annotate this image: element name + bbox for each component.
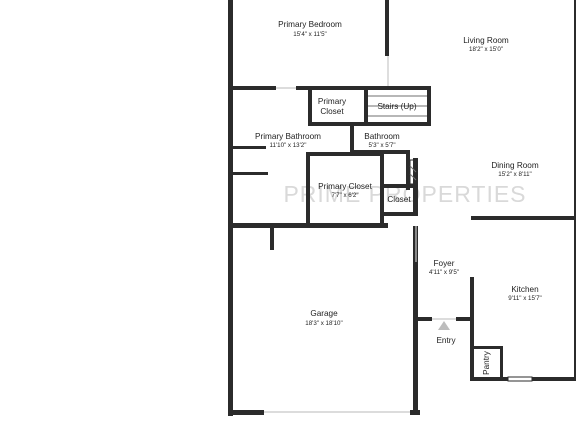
pantry-name: Pantry [482,350,491,375]
kitchen-name: Kitchen [511,285,539,294]
foyer-dims: 4'11" x 9'5" [429,269,459,276]
primary-bedroom-name: Primary Bedroom [278,20,342,29]
dining-room-name: Dining Room [491,161,539,170]
closet-name: Closet [387,195,411,204]
bathroom-dims: 5'3" x 5'7" [368,142,395,149]
entry-name: Entry [436,336,456,345]
entry-arrow-icon [438,321,450,330]
stairs-name: Stairs (Up) [377,102,416,111]
garage-dims: 18'3" x 18'10" [305,320,342,327]
foyer-name: Foyer [434,259,455,268]
fixtures [264,56,533,413]
walls [228,0,576,416]
living-room-name: Living Room [463,36,509,45]
primary-bathroom-dims: 11'10" x 13'2" [270,142,307,149]
room-labels: Primary Bedroom 15'4" x 11'5" Living Roo… [255,20,542,375]
primary-closet-dims: 7'7" x 6'2" [331,192,358,199]
dining-room-dims: 15'2" x 8'11" [498,171,531,178]
primary-closet-top-line2: Closet [320,107,344,116]
primary-bedroom-dims: 15'4" x 11'5" [293,31,326,38]
living-room-dims: 18'2" x 15'0" [469,46,503,53]
bathroom-name: Bathroom [364,132,400,141]
garage-name: Garage [310,309,338,318]
primary-bathroom-name: Primary Bathroom [255,132,321,141]
primary-closet-name: Primary Closet [318,182,372,191]
kitchen-dims: 9'11" x 15'7" [508,295,541,302]
primary-closet-top-line1: Primary [318,97,347,106]
